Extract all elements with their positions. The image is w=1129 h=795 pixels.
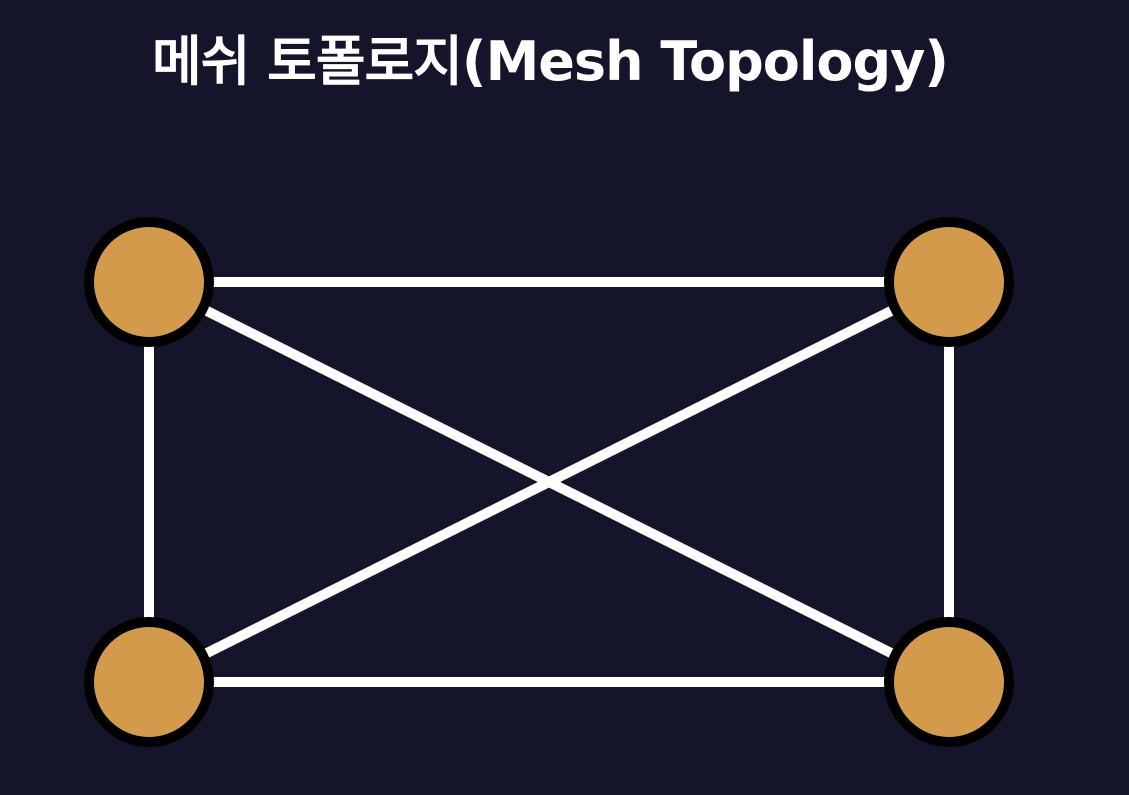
node-top-right — [884, 217, 1014, 347]
nodes-layer — [84, 217, 1014, 747]
node-top-left — [84, 217, 214, 347]
node-bottom-right — [884, 617, 1014, 747]
page-title: 메쉬 토폴로지(Mesh Topology) — [152, 30, 949, 93]
links-layer — [144, 277, 954, 687]
node-bottom-left — [84, 617, 214, 747]
link-top-right-bottom-left — [146, 277, 952, 687]
